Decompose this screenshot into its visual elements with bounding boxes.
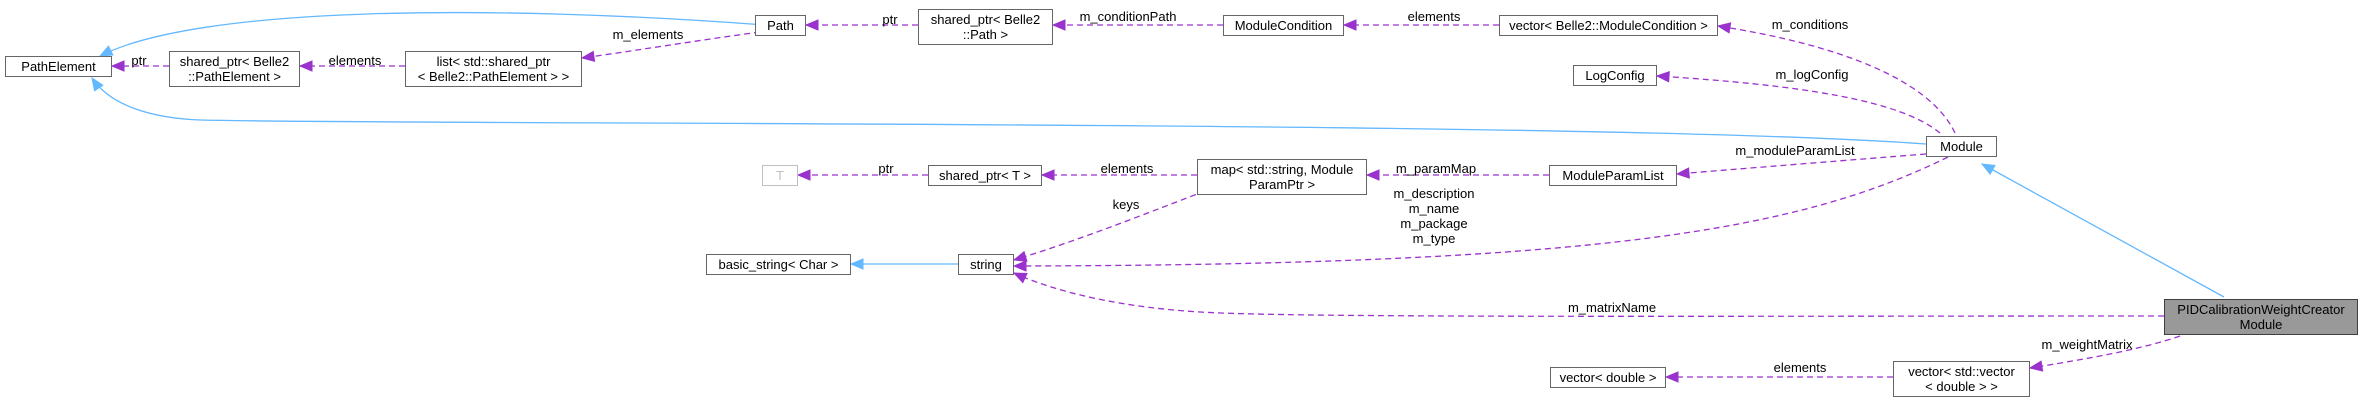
- node-log-config-line: LogConfig: [1585, 68, 1645, 83]
- node-list-shared-ptr-line: list< std::shared_ptr: [436, 54, 551, 69]
- node-module-condition[interactable]: ModuleCondition: [1223, 15, 1344, 36]
- edge-module-to-logconfig: [1657, 76, 1941, 134]
- label-m-matrix-name-line: m_matrixName: [1567, 300, 1657, 315]
- label-module-strings-line: m_package: [1400, 216, 1468, 231]
- node-shared-ptr-path-element-line: ::PathElement >: [188, 69, 281, 84]
- node-basic-string[interactable]: basic_string< Char >: [706, 254, 851, 275]
- label-ptr-path-element: ptr: [131, 53, 146, 68]
- label-ptr-t-line: ptr: [878, 161, 894, 176]
- label-elements-map-line: elements: [1100, 161, 1154, 176]
- edge-path-inherits-pathelement: [100, 11, 766, 56]
- node-module-param-list[interactable]: ModuleParamList: [1549, 165, 1677, 186]
- edge-module-to-moduleparamlist: [1677, 153, 1927, 174]
- node-vector-module-condition[interactable]: vector< Belle2::ModuleCondition >: [1499, 15, 1718, 36]
- edge-module-inherits-pathelement: [92, 78, 1927, 145]
- label-module-strings-line: m_type: [1412, 231, 1456, 246]
- node-vector-double[interactable]: vector< double >: [1550, 367, 1666, 388]
- node-shared-ptr-t[interactable]: shared_ptr< T >: [928, 165, 1042, 186]
- label-m-condition-path: m_conditionPath: [1080, 9, 1177, 24]
- label-module-strings-line: m_name: [1408, 201, 1460, 216]
- label-elements-double-line: elements: [1773, 360, 1827, 375]
- node-shared-ptr-path-line: shared_ptr< Belle2: [930, 12, 1041, 27]
- label-m-condition-path-line: m_conditionPath: [1079, 9, 1177, 24]
- node-path[interactable]: Path: [755, 15, 806, 36]
- node-module-line: Module: [1940, 139, 1983, 154]
- node-path-element[interactable]: PathElement: [5, 56, 112, 77]
- label-m-matrix-name: m_matrixName: [1568, 300, 1656, 315]
- label-elements-list: elements: [329, 53, 382, 68]
- label-m-param-map-line: m_paramMap: [1395, 161, 1477, 176]
- label-elements-map: elements: [1101, 161, 1154, 176]
- node-vector-vector-line: < double > >: [1925, 379, 1998, 394]
- label-m-param-map: m_paramMap: [1396, 161, 1476, 176]
- edge-pid-inherits-module: [1982, 164, 2225, 298]
- node-shared-ptr-path-element-line: shared_ptr< Belle2: [179, 54, 290, 69]
- label-module-strings-line: m_description: [1393, 186, 1475, 201]
- label-m-module-param-list: m_moduleParamList: [1735, 143, 1854, 158]
- node-map-param-line: map< std::string, Module: [1210, 162, 1354, 177]
- label-ptr-path-line: ptr: [882, 12, 898, 27]
- edge-path-to-list: [582, 31, 761, 58]
- label-m-conditions-line: m_conditions: [1771, 17, 1849, 32]
- node-string-line: string: [970, 257, 1002, 272]
- label-ptr-t: ptr: [878, 161, 893, 176]
- node-pid-calibration-weight-creator-module-line: PIDCalibrationWeightCreator: [2177, 302, 2345, 317]
- label-m-elements: m_elements: [613, 27, 684, 42]
- label-m-elements-line: m_elements: [612, 27, 684, 42]
- node-log-config[interactable]: LogConfig: [1573, 65, 1657, 86]
- node-vector-module-condition-line: vector< Belle2::ModuleCondition >: [1509, 18, 1708, 33]
- node-shared-ptr-path-line: ::Path >: [962, 27, 1009, 42]
- node-string[interactable]: string: [958, 254, 1014, 275]
- node-path-line: Path: [767, 18, 794, 33]
- node-list-shared-ptr[interactable]: list< std::shared_ptr< Belle2::PathEleme…: [405, 51, 582, 87]
- node-t-line: T: [776, 168, 784, 183]
- node-module-condition-line: ModuleCondition: [1234, 18, 1333, 33]
- node-vector-vector[interactable]: vector< std::vector< double > >: [1893, 361, 2030, 397]
- node-pid-calibration-weight-creator-module-line: Module: [2239, 317, 2283, 332]
- edge-map-to-string: [1014, 190, 1206, 260]
- label-elements-conditions-line: elements: [1407, 9, 1461, 24]
- label-m-log-config: m_logConfig: [1776, 67, 1849, 82]
- edge-module-to-string: [1014, 156, 1949, 266]
- node-path-element-line: PathElement: [21, 59, 96, 74]
- edge-pid-to-vector-vector: [2030, 335, 2181, 368]
- label-ptr-path: ptr: [882, 12, 897, 27]
- label-keys: keys: [1113, 197, 1140, 212]
- node-shared-ptr-path[interactable]: shared_ptr< Belle2::Path >: [918, 9, 1053, 45]
- label-m-module-param-list-line: m_moduleParamList: [1735, 143, 1855, 158]
- label-keys-line: keys: [1112, 197, 1140, 212]
- label-m-conditions: m_conditions: [1772, 17, 1849, 32]
- label-m-log-config-line: m_logConfig: [1775, 67, 1849, 82]
- label-elements-double: elements: [1774, 360, 1827, 375]
- node-basic-string-line: basic_string< Char >: [718, 257, 839, 272]
- node-vector-double-line: vector< double >: [1559, 370, 1657, 385]
- label-elements-conditions: elements: [1408, 9, 1461, 24]
- node-list-shared-ptr-line: < Belle2::PathElement > >: [417, 69, 570, 84]
- edge-module-to-vector-modulecondition: [1718, 26, 1956, 134]
- label-elements-list-line: elements: [328, 53, 382, 68]
- label-ptr-path-element-line: ptr: [131, 53, 147, 68]
- edge-pid-to-string: [1014, 272, 2165, 317]
- node-module-param-list-line: ModuleParamList: [1562, 168, 1664, 183]
- label-m-weight-matrix-line: m_weightMatrix: [2041, 337, 2133, 352]
- node-t[interactable]: T: [762, 165, 798, 186]
- node-shared-ptr-path-element[interactable]: shared_ptr< Belle2::PathElement >: [169, 51, 300, 87]
- node-shared-ptr-t-line: shared_ptr< T >: [938, 168, 1032, 183]
- node-module[interactable]: Module: [1926, 136, 1997, 157]
- node-vector-vector-line: vector< std::vector: [1908, 364, 2015, 379]
- node-map-param-line: ParamPtr >: [1248, 177, 1316, 192]
- label-m-weight-matrix: m_weightMatrix: [2041, 337, 2132, 352]
